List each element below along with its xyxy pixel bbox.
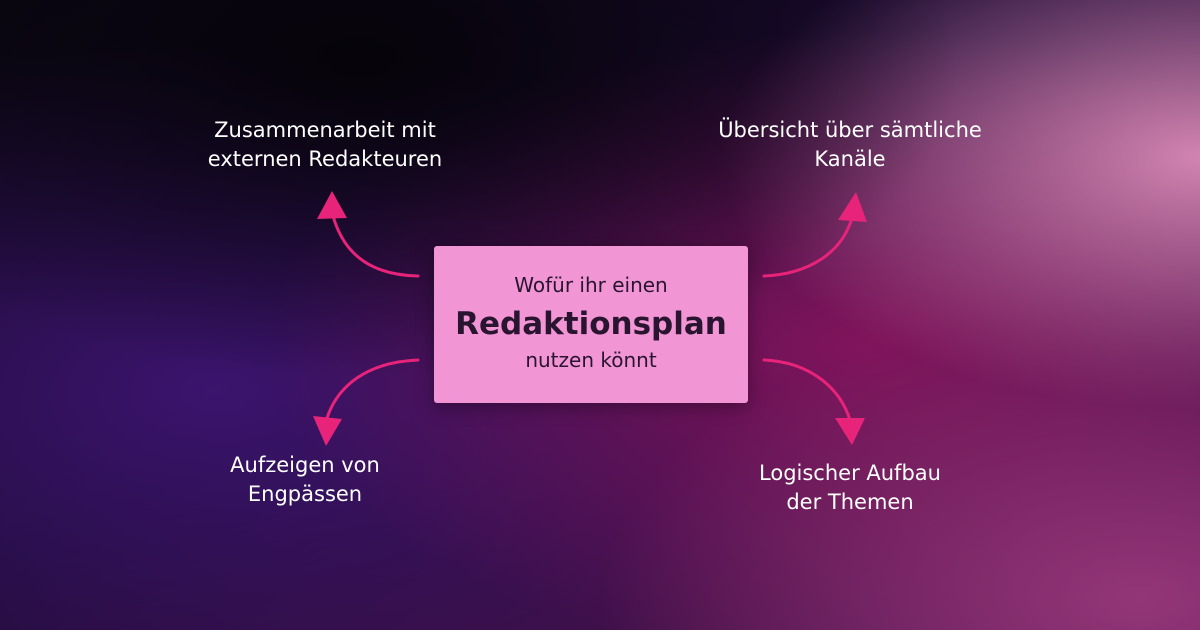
branch-label-topic-structure: Logischer Aufbau der Themen [759, 461, 941, 514]
arrow-bottom-right [762, 358, 852, 422]
branch-label-collaboration: Zusammenarbeit mit externen Redakteuren [207, 118, 443, 171]
branch-label-channel-overview: Übersicht über sämtliche Kanäle [718, 118, 982, 171]
arrowhead-bottom-left [313, 416, 342, 446]
arrowhead-top-right [838, 192, 867, 222]
arrow-top-right [762, 216, 854, 278]
arrowhead-top-left [317, 191, 347, 219]
arrow-top-left [331, 214, 420, 278]
center-intro-text: Wofür ihr einen [514, 273, 668, 297]
center-topic-box: Wofür ihr einen Redaktionsplan nutzen kö… [434, 246, 748, 403]
arrowhead-bottom-right [835, 418, 865, 445]
center-outro-text: nutzen könnt [525, 348, 657, 372]
branch-label-bottlenecks: Aufzeigen von Engpässen [230, 453, 380, 506]
arrow-bottom-left [325, 358, 420, 420]
center-title: Redaktionsplan [455, 306, 727, 342]
